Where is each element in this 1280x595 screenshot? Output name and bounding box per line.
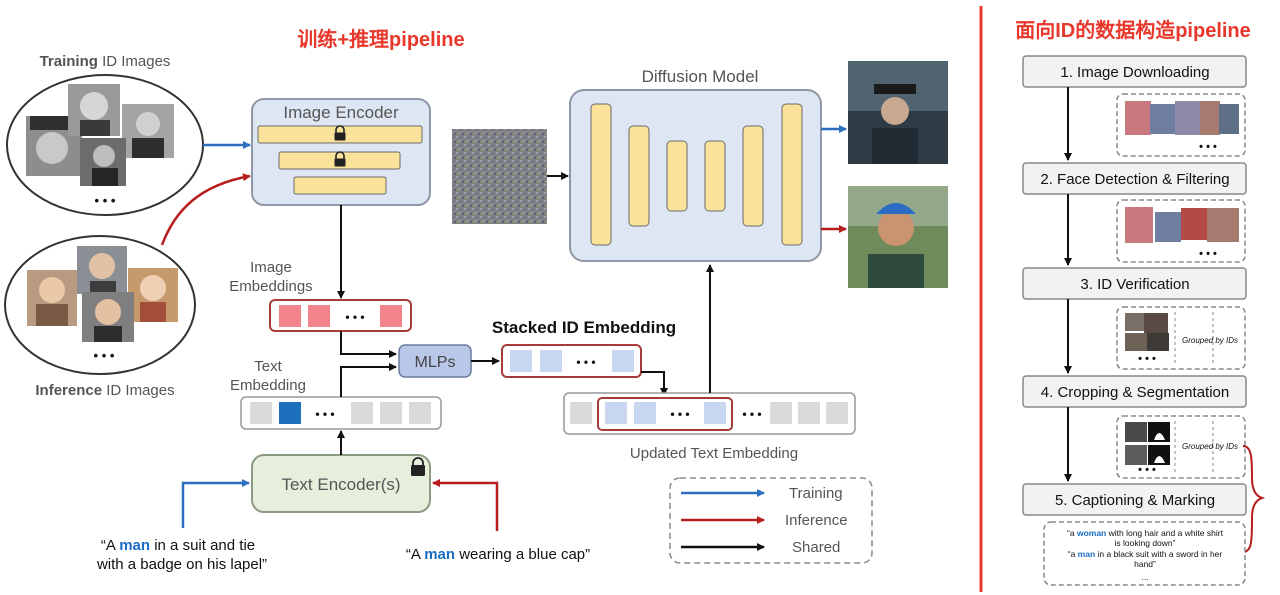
updated-id-segment: [597, 397, 733, 431]
grouped-by-ids-label: Grouped by IDs: [1182, 336, 1238, 345]
caption-example-2: “a man in a black suit with a sword in h…: [1068, 549, 1223, 559]
thumbnail-more: • • •: [1138, 353, 1156, 365]
text-token: [409, 402, 431, 424]
training-images-more: • • •: [95, 193, 116, 208]
id-tokens-more: • • •: [576, 355, 595, 369]
id-token: [540, 350, 562, 372]
caption-more: ...: [1141, 572, 1148, 582]
diffusion-model-label: Diffusion Model: [642, 67, 759, 86]
photo-icon: [1125, 422, 1170, 465]
text-tokens-more: • • •: [315, 407, 334, 421]
training-prompt: “A man in a suit and tie: [101, 537, 255, 554]
thumbnail-more: • • •: [1199, 141, 1217, 153]
training-prompt-arrow: [181, 479, 250, 528]
photo-icon: [1125, 207, 1239, 243]
unet-block: [666, 140, 688, 212]
encoder-layer: [293, 176, 387, 195]
text-token: [380, 402, 402, 424]
output-photo-training: [848, 61, 948, 164]
step-label: 3. ID Verification: [1080, 276, 1189, 293]
id-token: [510, 350, 532, 372]
step-label: 1. Image Downloading: [1060, 64, 1209, 81]
inference-images-label: Inference ID Images: [35, 382, 174, 399]
updated-token: [570, 402, 592, 424]
step-box: [1022, 162, 1247, 195]
lock-icon: [411, 457, 425, 476]
updated-id-token: [634, 402, 656, 424]
text-token: [250, 402, 272, 424]
updated-id-token: [704, 402, 726, 424]
thumbnail-more: • • •: [1138, 464, 1156, 476]
inference-prompt-arrow: [432, 479, 499, 531]
legend-training-label: Training: [789, 485, 843, 502]
unet-block: [628, 125, 650, 227]
updated-token: [798, 402, 820, 424]
arrow-text-emb-to-mlps: [340, 363, 397, 397]
updated-token: [826, 402, 848, 424]
training-prompt-line2: with a badge on his lapel”: [96, 556, 267, 573]
step-label: 2. Face Detection & Filtering: [1040, 171, 1229, 188]
id-token: [612, 350, 634, 372]
caption-panel: [1043, 521, 1246, 586]
right-title: 面向ID的数据构造pipeline: [1015, 18, 1251, 42]
updated-id-token: [605, 402, 627, 424]
step-box: [1022, 267, 1247, 300]
caption-example-2-line2: hand”: [1134, 559, 1156, 569]
photo-icon: [1125, 313, 1169, 351]
text-token: [351, 402, 373, 424]
image-encoder-label: Image Encoder: [283, 103, 399, 122]
image-embeddings-label-2: Embeddings: [229, 278, 312, 295]
arrow-stacked-to-updated: [641, 371, 668, 396]
text-token-key: [279, 402, 301, 424]
step-box: [1022, 55, 1247, 88]
inference-arrow: [160, 173, 251, 246]
text-embedding-label-2: Embedding: [230, 377, 306, 394]
inference-images-more: • • •: [94, 348, 115, 363]
legend-shared-label: Shared: [792, 539, 840, 556]
bracket-icon: [1242, 445, 1266, 553]
training-photo-icons: [26, 84, 174, 186]
text-encoder-label: Text Encoder(s): [281, 475, 400, 494]
legend-inference-label: Inference: [785, 512, 848, 529]
image-token: [308, 305, 330, 327]
inference-photo-icons: [27, 246, 178, 342]
grouped-by-ids-label: Grouped by IDs: [1182, 442, 1238, 451]
text-embedding-label: Text: [254, 358, 282, 375]
unet-block: [742, 125, 764, 227]
step-label: 5. Captioning & Marking: [1055, 492, 1215, 509]
caption-example-1-line2: is looking down”: [1115, 538, 1176, 548]
output-photo-inference: [848, 186, 948, 288]
image-token: [279, 305, 301, 327]
left-title: 训练+推理pipeline: [297, 27, 464, 51]
unet-block: [781, 103, 803, 246]
step-label: 4. Cropping & Segmentation: [1041, 384, 1229, 401]
unet-block: [590, 103, 612, 246]
inference-prompt: “A man wearing a blue cap”: [406, 546, 590, 563]
caption-example-1: “a woman with long hair and a white shir…: [1067, 528, 1224, 538]
image-tokens-more: • • •: [345, 310, 364, 324]
step-box: [1022, 375, 1247, 408]
image-token: [380, 305, 402, 327]
legend-box: [669, 477, 873, 564]
updated-id-tokens-more: • • •: [670, 407, 689, 421]
mlps-label: MLPs: [415, 354, 456, 371]
step-box: [1022, 483, 1247, 516]
arrow-image-emb-to-mlps: [340, 331, 397, 358]
unet-block: [704, 140, 726, 212]
updated-text-embedding-label: Updated Text Embedding: [630, 445, 798, 462]
photo-icon: [1125, 101, 1239, 135]
training-images-label: Training ID Images: [40, 53, 171, 70]
stacked-id-embedding-box: [501, 344, 642, 378]
thumbnail-more: • • •: [1199, 248, 1217, 260]
lock-icon: [334, 125, 346, 141]
noise-icon: [452, 129, 547, 224]
updated-token: [770, 402, 792, 424]
lock-icon: [334, 151, 346, 167]
image-embeddings-label: Image: [250, 259, 292, 276]
stacked-id-embedding-label: Stacked ID Embedding: [492, 318, 676, 337]
updated-tokens-more: • • •: [742, 407, 761, 421]
